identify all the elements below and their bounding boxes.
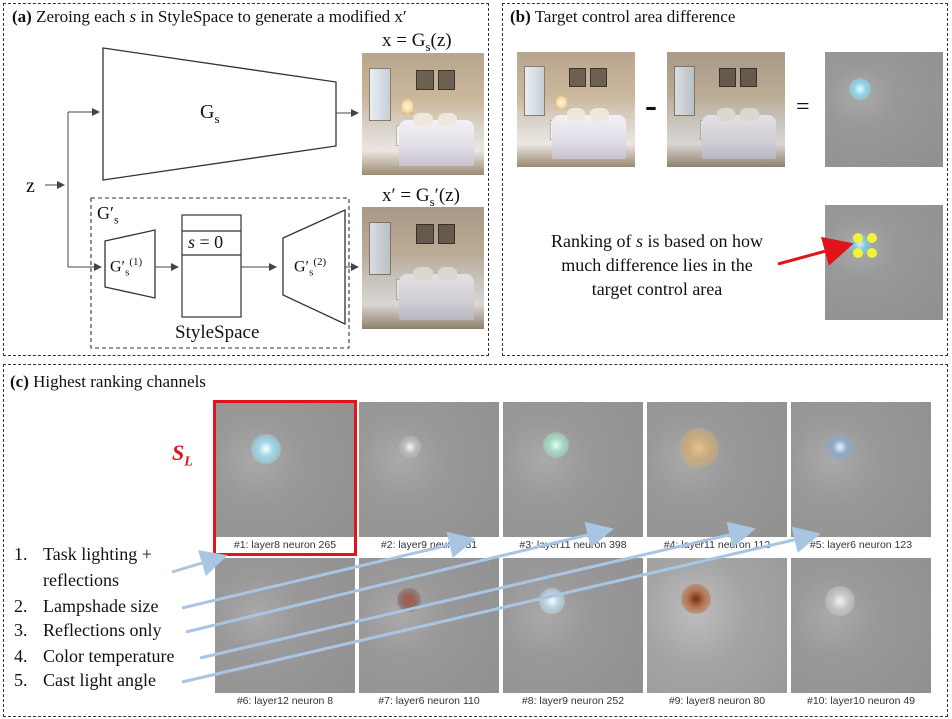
x-equation: x = Gs(z): [382, 30, 452, 54]
stylespace-label: StyleSpace: [175, 322, 260, 343]
gs-prime-2-label: G′s(2): [294, 256, 327, 279]
panel-c: [3, 364, 948, 717]
panel-a-title: (a) Zeroing each s in StyleSpace to gene…: [12, 7, 407, 26]
channel-thumb-8: #8: layer9 neuron 252: [503, 558, 643, 710]
gs-prime-1-label: G′s(1): [110, 256, 143, 279]
difference-image: [825, 52, 943, 167]
s-zero-label: s = 0: [188, 232, 224, 252]
channel-thumb-3: #3: layer11 neuron 398: [503, 402, 643, 554]
ranking-caption: Ranking of s is based on how much differ…: [550, 231, 763, 299]
output-image-x: [362, 53, 484, 175]
channel-thumb-4: #4: layer11 neuron 112: [647, 402, 787, 554]
channel-thumb-10: #10: layer10 neuron 49: [791, 558, 931, 710]
minus-sign: -: [645, 85, 657, 125]
channel-thumb-6: #6: layer12 neuron 8: [215, 558, 355, 710]
channel-thumb-2: #2: layer9 neuron 31: [359, 402, 499, 554]
top-channel-highlight: [213, 400, 357, 556]
image-x-prime: [667, 52, 785, 167]
list-item-3: 3.Reflections only: [14, 620, 162, 640]
panel-c-title: (c) Highest ranking channels: [10, 372, 206, 391]
panel-a: [3, 3, 489, 356]
panel-b: [502, 3, 948, 356]
list-item-1-line2: reflections: [43, 570, 119, 590]
list-item-1: 1.Task lighting +: [14, 544, 152, 564]
channel-thumb-5: #5: layer6 neuron 123: [791, 402, 931, 554]
list-item-5: 5.Cast light angle: [14, 670, 156, 690]
list-item-4: 4.Color temperature: [14, 646, 175, 666]
channel-thumb-9: #9: layer8 neuron 80: [647, 558, 787, 710]
gs-prime-label: G′s: [97, 203, 119, 227]
channel-thumb-7: #7: layer6 neuron 110: [359, 558, 499, 710]
gs-label: Gs: [200, 101, 220, 126]
list-item-2: 2.Lampshade size: [14, 596, 159, 616]
sl-label: SL: [172, 440, 193, 470]
equals-sign: =: [796, 94, 810, 120]
target-area-image: [825, 205, 943, 320]
z-label: z: [26, 175, 35, 197]
image-x: [517, 52, 635, 167]
panel-b-title: (b) Target control area difference: [510, 7, 736, 26]
output-image-x-prime: [362, 207, 484, 329]
x-prime-equation: x′ = Gs′(z): [382, 185, 460, 209]
